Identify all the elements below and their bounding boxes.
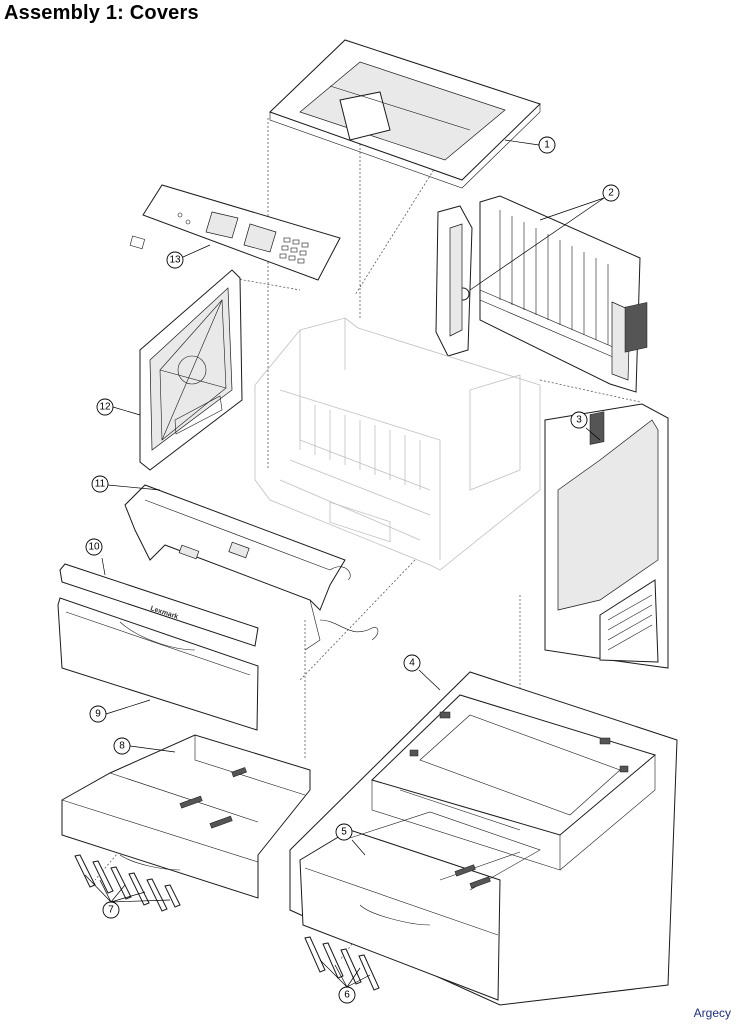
callout-8-label: 8 (119, 741, 125, 752)
callout-6: 6 (338, 986, 356, 1004)
separator-pads-part-6 (304, 936, 380, 991)
operator-panel-overlay-part-13 (129, 184, 341, 281)
callout-4-label: 4 (409, 658, 415, 669)
callout-13-label: 13 (169, 255, 181, 266)
callout-9: 9 (89, 705, 107, 723)
left-side-cover-part-12 (139, 269, 243, 471)
callout-11: 11 (91, 475, 109, 493)
callout-2-label: 2 (608, 188, 614, 199)
page-title: Assembly 1: Covers (4, 2, 199, 24)
callout-7-label: 7 (108, 905, 114, 916)
callout-leaders (84, 139, 605, 988)
callout-13: 13 (166, 251, 184, 269)
callout-10-label: 10 (88, 542, 100, 553)
callout-1: 1 (538, 136, 556, 154)
callout-12: 12 (96, 398, 114, 416)
callout-12-label: 12 (99, 402, 111, 413)
callout-1-label: 1 (544, 140, 550, 151)
callout-3: 3 (570, 411, 588, 429)
callout-3-label: 3 (576, 415, 582, 426)
printer-frame-ghost (254, 317, 541, 571)
callout-6-label: 6 (344, 990, 350, 1001)
main-paper-tray-part-8 (61, 734, 311, 899)
callout-8: 8 (113, 737, 131, 755)
watermark: Argecy (693, 1006, 731, 1020)
tray-part-5 (299, 811, 541, 1001)
callout-4: 4 (403, 654, 421, 672)
top-cover-part-1 (269, 39, 541, 189)
front-access-door-part-9 (57, 597, 259, 731)
callout-11-label: 11 (95, 479, 106, 490)
callout-5-label: 5 (341, 827, 347, 838)
front-frame-part-11 (124, 484, 379, 651)
rear-door-part-2 (435, 195, 641, 393)
callout-9-label: 9 (95, 709, 101, 720)
separator-pads-part-7 (74, 854, 181, 912)
callout-2: 2 (602, 184, 620, 202)
right-side-cover-part-3 (544, 302, 669, 669)
callout-5: 5 (335, 823, 353, 841)
callout-7: 7 (102, 901, 120, 919)
callout-10: 10 (85, 538, 103, 556)
